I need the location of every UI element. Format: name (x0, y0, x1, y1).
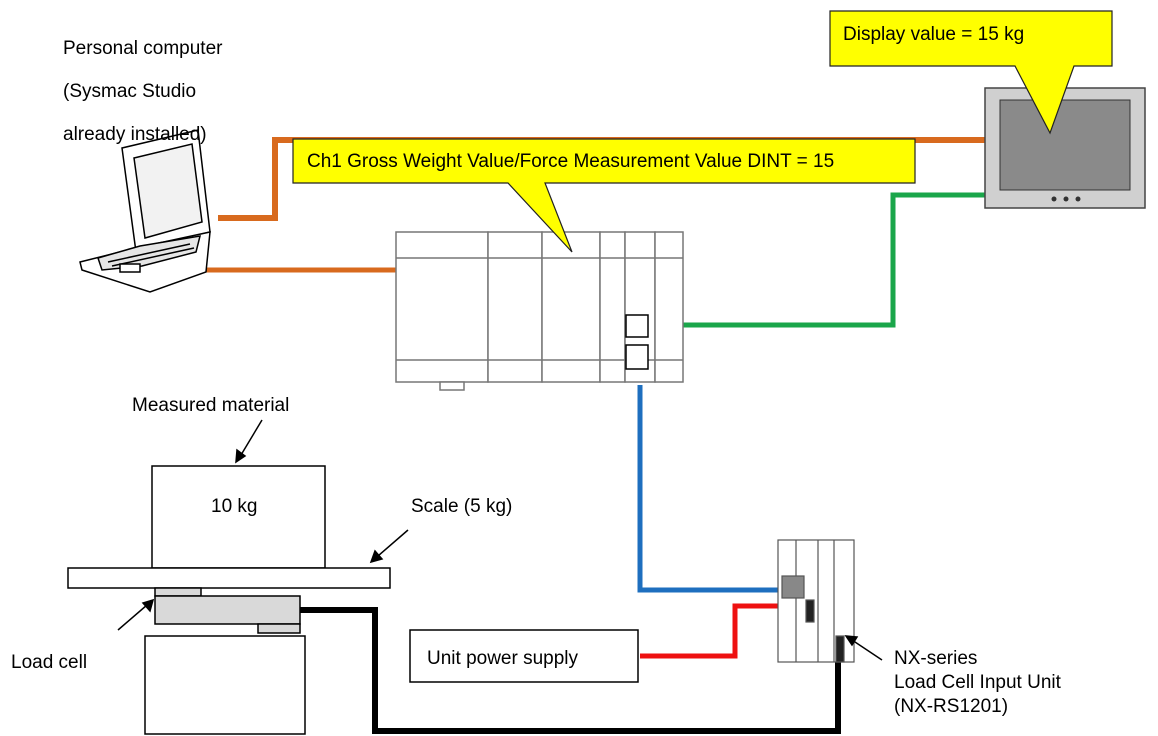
callout-ch1-value: Ch1 Gross Weight Value/Force Measurement… (292, 138, 916, 253)
hmi-screen (999, 99, 1131, 191)
laptop-trackpad (119, 263, 141, 273)
load-cell-cable (300, 607, 841, 734)
controller-unit-1 (395, 231, 489, 383)
nx-load-cell-input-unit (777, 539, 855, 663)
arrow-scale (369, 529, 409, 564)
unit-power-supply: Unit power supply (409, 629, 639, 683)
scale-label: Scale (5 kg) (411, 496, 512, 517)
controller-unit-4 (599, 231, 626, 383)
material-weight-label: 10 kg (211, 496, 257, 517)
controller-port-top (625, 314, 649, 338)
load-cell-label: Load cell (11, 652, 87, 673)
pc-label-line3: already installed) (63, 124, 207, 145)
pc-label-line1: Personal computer (63, 38, 223, 59)
arrow-nx-unit (844, 635, 883, 661)
personal-computer (79, 129, 211, 293)
arrow-measured-material (235, 419, 263, 464)
controller-port-bottom (625, 344, 649, 370)
callout-ch1-value-text: Ch1 Gross Weight Value/Force Measurement… (307, 151, 834, 172)
controller-unit-3 (541, 231, 601, 383)
load-cell-bar (154, 595, 301, 625)
pointer-arrows (117, 419, 883, 661)
scale-base (144, 635, 306, 735)
text-labels: Personal computer (Sysmac Studio already… (11, 38, 1062, 717)
measured-material-label: Measured material (132, 395, 289, 416)
scale-plate (67, 567, 391, 589)
pc-label-line2: (Sysmac Studio (63, 81, 196, 102)
unit-power-supply-label: Unit power supply (427, 648, 579, 669)
controller-unit-6 (654, 231, 684, 383)
hmi-display (984, 87, 1146, 209)
callout-display-value: Display value = 15 kg (829, 10, 1113, 135)
hmi-cable (652, 192, 985, 328)
laptop-screen (133, 143, 203, 239)
measured-material-box (151, 465, 326, 569)
nx-label-line1: NX-series (894, 648, 977, 669)
nx-bus-cable (637, 385, 796, 593)
nx-label-line2: Load Cell Input Unit (894, 672, 1062, 693)
scale-assembly (67, 465, 391, 735)
arrow-load-cell (117, 598, 155, 631)
callout-display-value-text: Display value = 15 kg (843, 24, 1024, 45)
controller (395, 231, 684, 391)
nx-label-line3: (NX-RS1201) (894, 696, 1008, 717)
